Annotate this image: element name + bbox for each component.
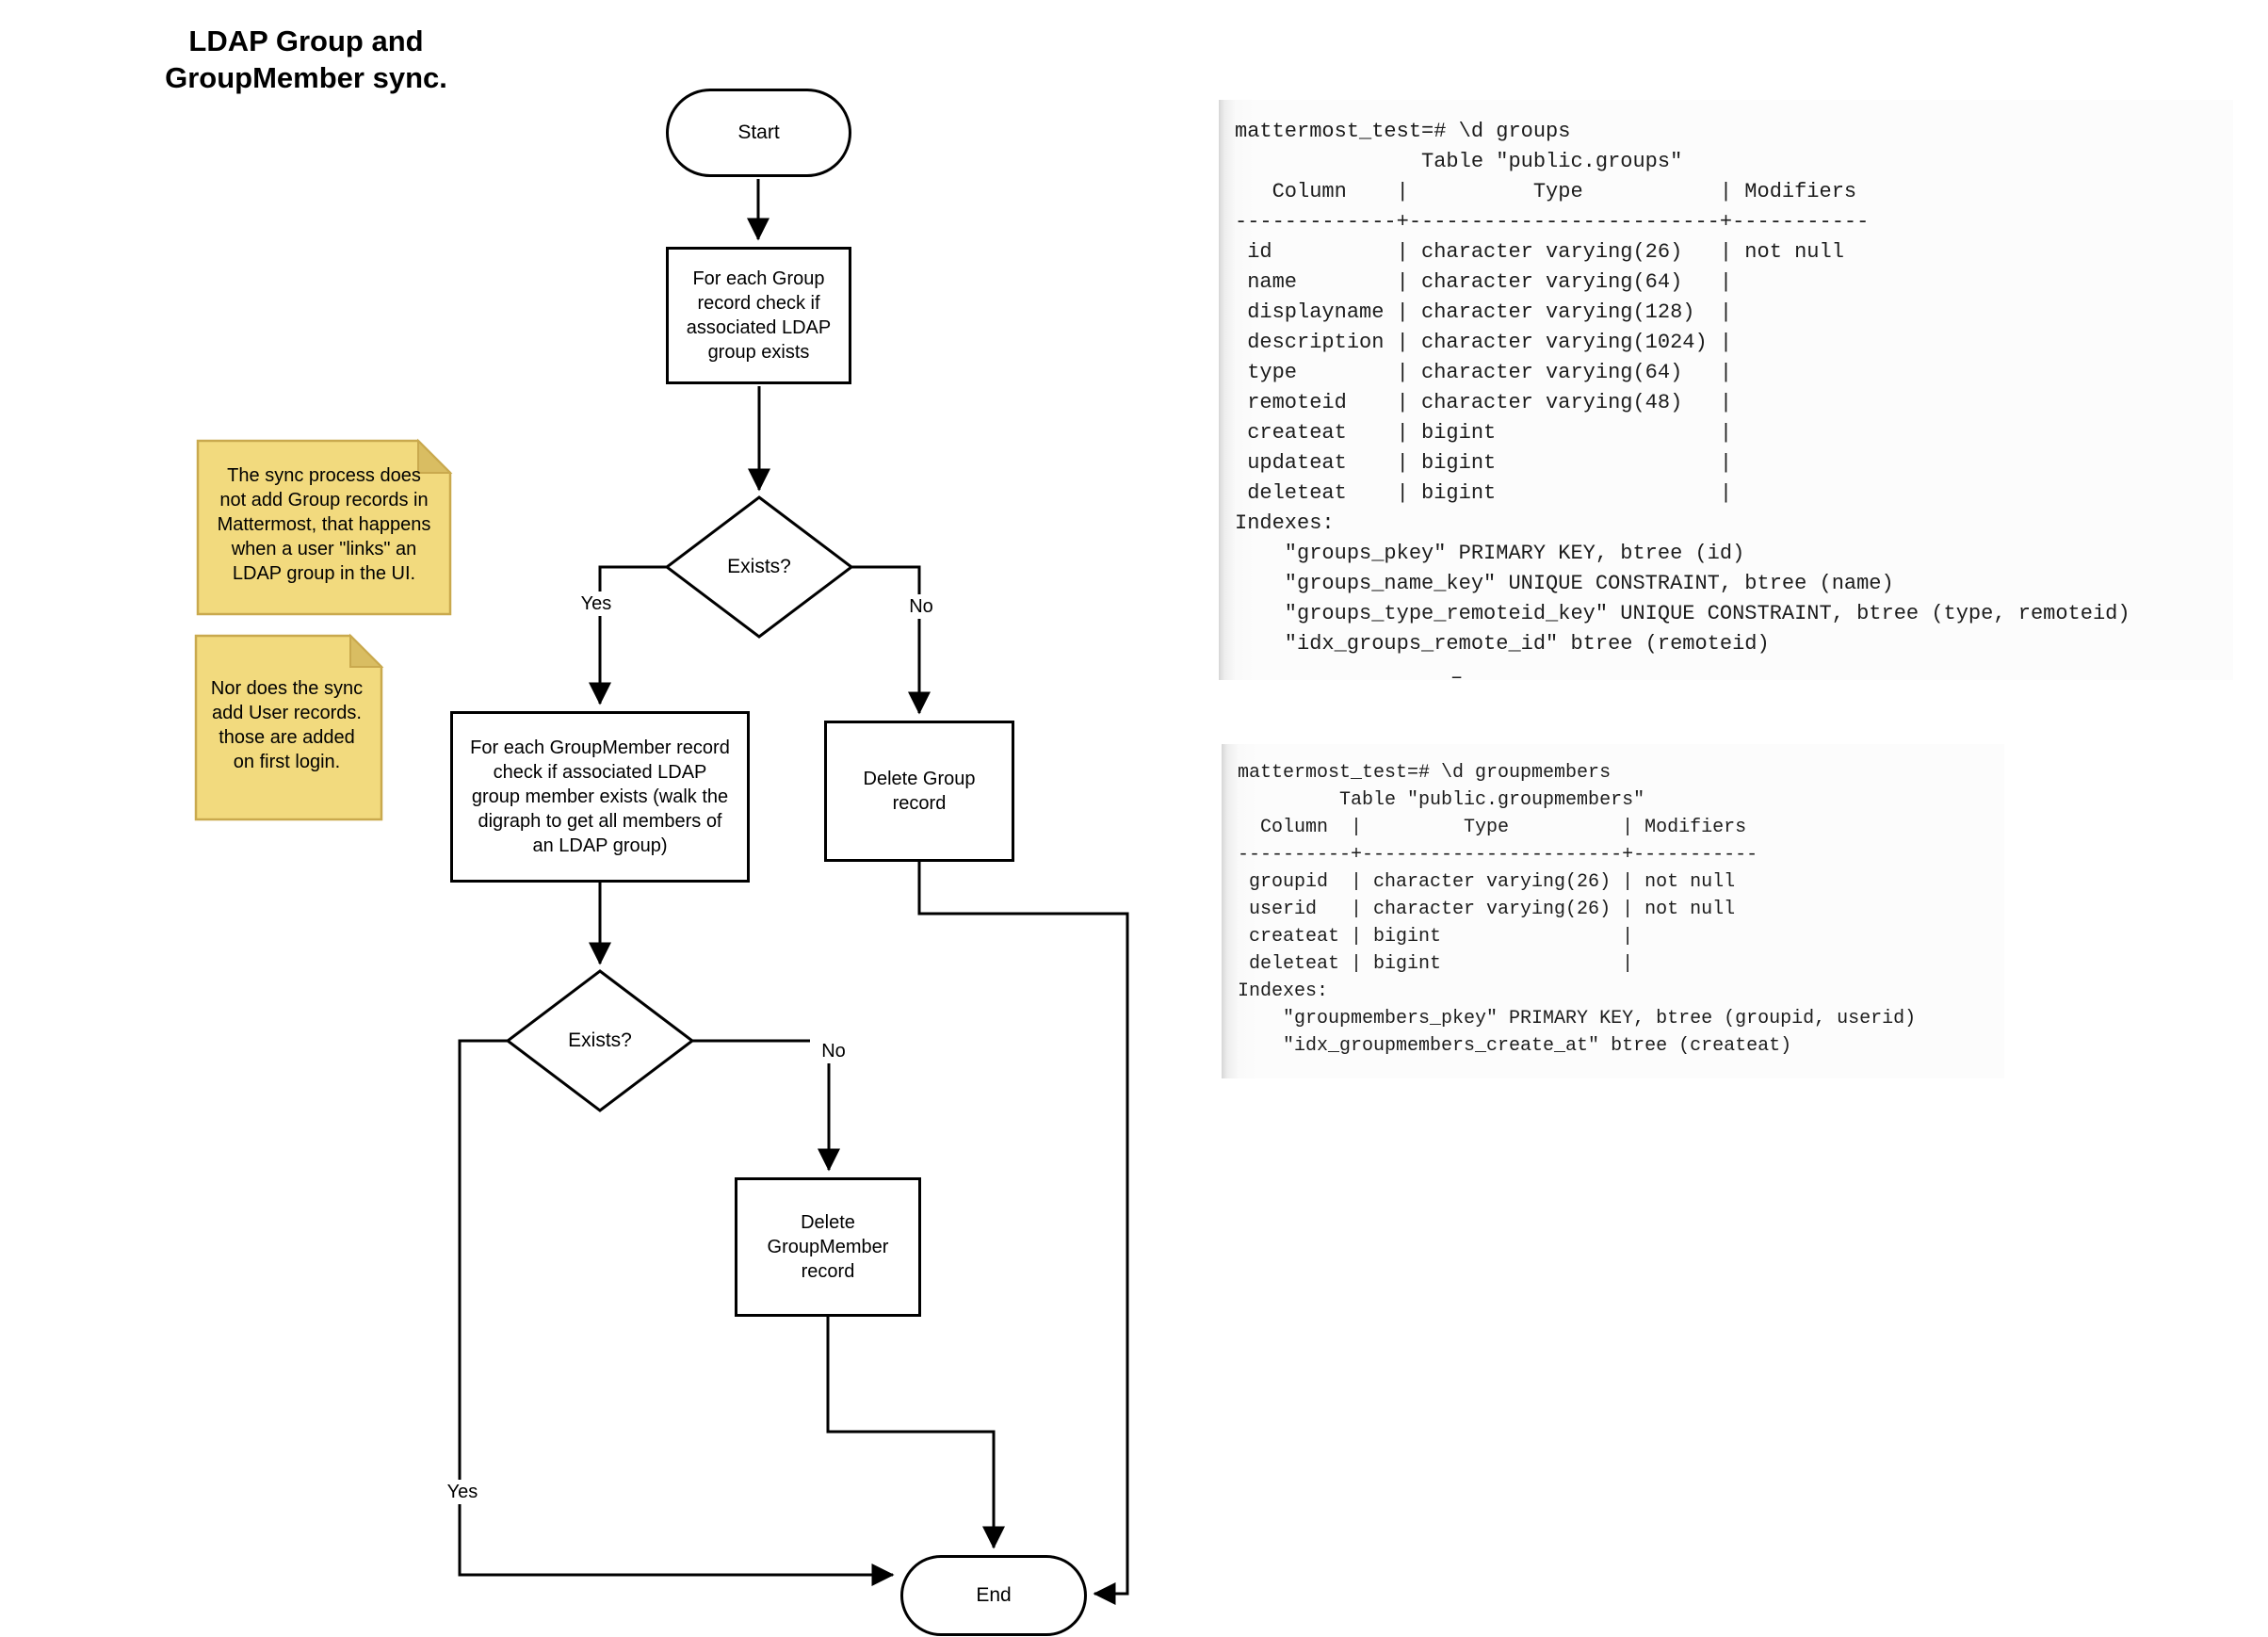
edge-exists2-yes-to-end: [458, 1039, 895, 1586]
decision-exists-2-label: Exists?: [568, 1029, 632, 1051]
edge-label-exists2-yes: Yes: [435, 1480, 490, 1504]
process-check-groupmember-node: For each GroupMember record check if ass…: [450, 711, 750, 883]
edge-label-exists2-no: No: [810, 1039, 857, 1063]
process-delete-groupmember-node: Delete GroupMember record: [735, 1177, 921, 1317]
end-node: End: [900, 1555, 1087, 1636]
edge-label-exists1-yes: Yes: [569, 592, 624, 616]
edge-exists1-no-to-delete-group: [851, 565, 931, 715]
decision-exists-2-shape: [505, 969, 695, 1112]
psql-output-groups-table: mattermost_test=# \d groups Table "publi…: [1219, 100, 2233, 680]
start-node: Start: [666, 89, 851, 177]
sticky-note-2-text: Nor does the sync add User records. thos…: [210, 678, 364, 772]
edge-delete-group-to-end: [917, 862, 1129, 1605]
sticky-note-1-text: The sync process does not add Group reco…: [217, 465, 431, 584]
decision-exists-1-shape: [664, 495, 854, 639]
decision-exists-1-label: Exists?: [727, 556, 791, 577]
sticky-note-2-body: [194, 634, 383, 821]
process-delete-group-node: Delete Group record: [824, 721, 1014, 862]
edge-label-exists1-no: No: [898, 594, 945, 619]
psql-cursor-dash: –: [1450, 666, 1464, 689]
sticky-note-1-fold-corner: [417, 438, 453, 474]
sticky-note-2-fold-corner: [349, 633, 384, 668]
process-check-group-node: For each Group record check if associate…: [666, 247, 851, 384]
edge-exists2-no-to-delete-groupmember: [692, 1039, 840, 1172]
page-title: LDAP Group and GroupMember sync.: [165, 24, 447, 94]
edge-exists1-yes-to-check-groupmember: [589, 565, 667, 705]
edge-delete-groupmember-to-end: [826, 1317, 1005, 1549]
sticky-note-1-body: [196, 439, 452, 616]
psql-output-groupmembers-table: mattermost_test=# \d groupmembers Table …: [1222, 744, 2004, 1078]
